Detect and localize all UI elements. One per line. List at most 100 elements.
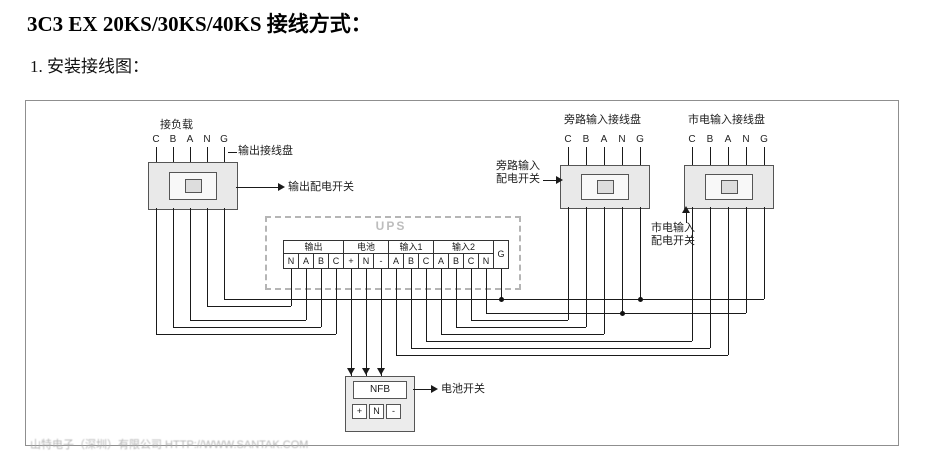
strip-terminal: A — [388, 253, 404, 269]
diagram-frame — [25, 100, 899, 446]
strip-terminal: C — [328, 253, 344, 269]
strip-terminal: N — [358, 253, 374, 269]
strip-terminal: B — [313, 253, 329, 269]
watermark: 山特电子（深圳）有限公司 HTTP://WWW.SANTAK.COM — [30, 439, 309, 451]
junction-dot — [638, 297, 643, 302]
terminal-letter: N — [203, 134, 211, 145]
wire — [190, 320, 306, 321]
wire — [471, 320, 568, 321]
strip-group-header: 输入2 — [433, 240, 494, 254]
strip-terminal: N — [283, 253, 299, 269]
wire — [692, 207, 693, 341]
terminal-tick — [640, 147, 641, 165]
strip-terminal: B — [448, 253, 464, 269]
battery-switch-label: 电池开关 — [441, 383, 485, 395]
breaker-body — [705, 174, 753, 200]
bypass-panel-label: 旁路输入接线盘 — [564, 114, 641, 126]
wire — [207, 306, 291, 307]
arrow-down-icon — [362, 368, 370, 375]
wire — [207, 208, 208, 306]
terminal-tick — [224, 147, 225, 162]
mains-panel-label: 市电输入接线盘 — [688, 114, 765, 126]
wire — [224, 208, 225, 299]
wire — [396, 269, 397, 355]
strip-group-output: 输出 N A B C — [283, 240, 344, 269]
wire — [156, 334, 336, 335]
wire — [586, 207, 587, 327]
ups-label: UPS — [375, 219, 407, 233]
terminal-letter: A — [186, 134, 194, 145]
wire — [381, 269, 382, 376]
wire — [396, 355, 728, 356]
bypass-terminal-block — [560, 165, 650, 209]
terminal-letter: B — [706, 134, 714, 145]
terminal-tick — [622, 147, 623, 165]
wire — [306, 269, 307, 320]
wire — [710, 207, 711, 348]
wire — [351, 269, 352, 376]
label-leader-line — [228, 152, 237, 153]
wire — [366, 269, 367, 376]
mains-switch-label-line1: 市电输入 — [651, 222, 695, 234]
terminal-tick — [568, 147, 569, 165]
nfb-label: NFB — [353, 381, 407, 399]
arrow-line — [686, 212, 687, 223]
terminal-tick — [190, 147, 191, 162]
terminal-letter: G — [220, 134, 228, 145]
terminal-tick — [173, 147, 174, 162]
strip-terminal: C — [463, 253, 479, 269]
terminal-letter: A — [724, 134, 732, 145]
output-panel-label: 输出接线盘 — [238, 145, 293, 157]
terminal-letter: C — [564, 134, 572, 145]
strip-terminal: N — [478, 253, 494, 269]
wire-ground-bus — [224, 299, 764, 300]
arrow-right-icon — [556, 176, 563, 184]
arrow-right-icon — [431, 385, 438, 393]
arrow-down-icon — [347, 368, 355, 375]
breaker-switch — [721, 180, 738, 194]
terminal-letter: N — [618, 134, 626, 145]
nfb-box: NFB + N - — [345, 376, 415, 432]
strip-terminal: C — [418, 253, 434, 269]
terminal-tick — [710, 147, 711, 165]
wire — [156, 208, 157, 334]
strip-terminal: A — [298, 253, 314, 269]
terminal-letter: B — [169, 134, 177, 145]
breaker-switch — [185, 179, 202, 193]
terminal-tick — [692, 147, 693, 165]
terminal-letter: N — [742, 134, 750, 145]
breaker-body — [581, 174, 629, 200]
wire — [291, 269, 292, 306]
wire — [411, 269, 412, 348]
terminal-letter: G — [636, 134, 644, 145]
terminal-letter: C — [688, 134, 696, 145]
nfb-terminal: + — [352, 404, 367, 419]
wire — [640, 207, 641, 299]
wire — [441, 334, 604, 335]
breaker-switch — [597, 180, 614, 194]
breaker-body — [169, 172, 217, 200]
output-switch-label: 输出配电开关 — [288, 181, 354, 193]
terminal-letter: A — [600, 134, 608, 145]
terminal-tick — [746, 147, 747, 165]
terminal-tick — [207, 147, 208, 162]
output-terminal-block — [148, 162, 238, 210]
load-label: 接负载 — [160, 119, 193, 131]
page-title: 3C3 EX 20KS/30KS/40KS 接线方式： — [27, 12, 372, 36]
arrow-up-icon — [682, 206, 690, 213]
strip-group-header: 输入1 — [388, 240, 434, 254]
strip-group-input2: 输入2 A B C N — [433, 240, 494, 269]
strip-group-input1: 输入1 A B C — [388, 240, 434, 269]
wire — [501, 269, 502, 299]
terminal-letter: C — [152, 134, 160, 145]
wire — [486, 269, 487, 313]
wire — [622, 207, 623, 313]
arrow-line — [543, 180, 556, 181]
wire — [728, 207, 729, 355]
wire — [441, 269, 442, 334]
arrow-right-icon — [278, 183, 285, 191]
terminal-tick — [604, 147, 605, 165]
wire — [411, 348, 710, 349]
strip-terminal: - — [373, 253, 389, 269]
